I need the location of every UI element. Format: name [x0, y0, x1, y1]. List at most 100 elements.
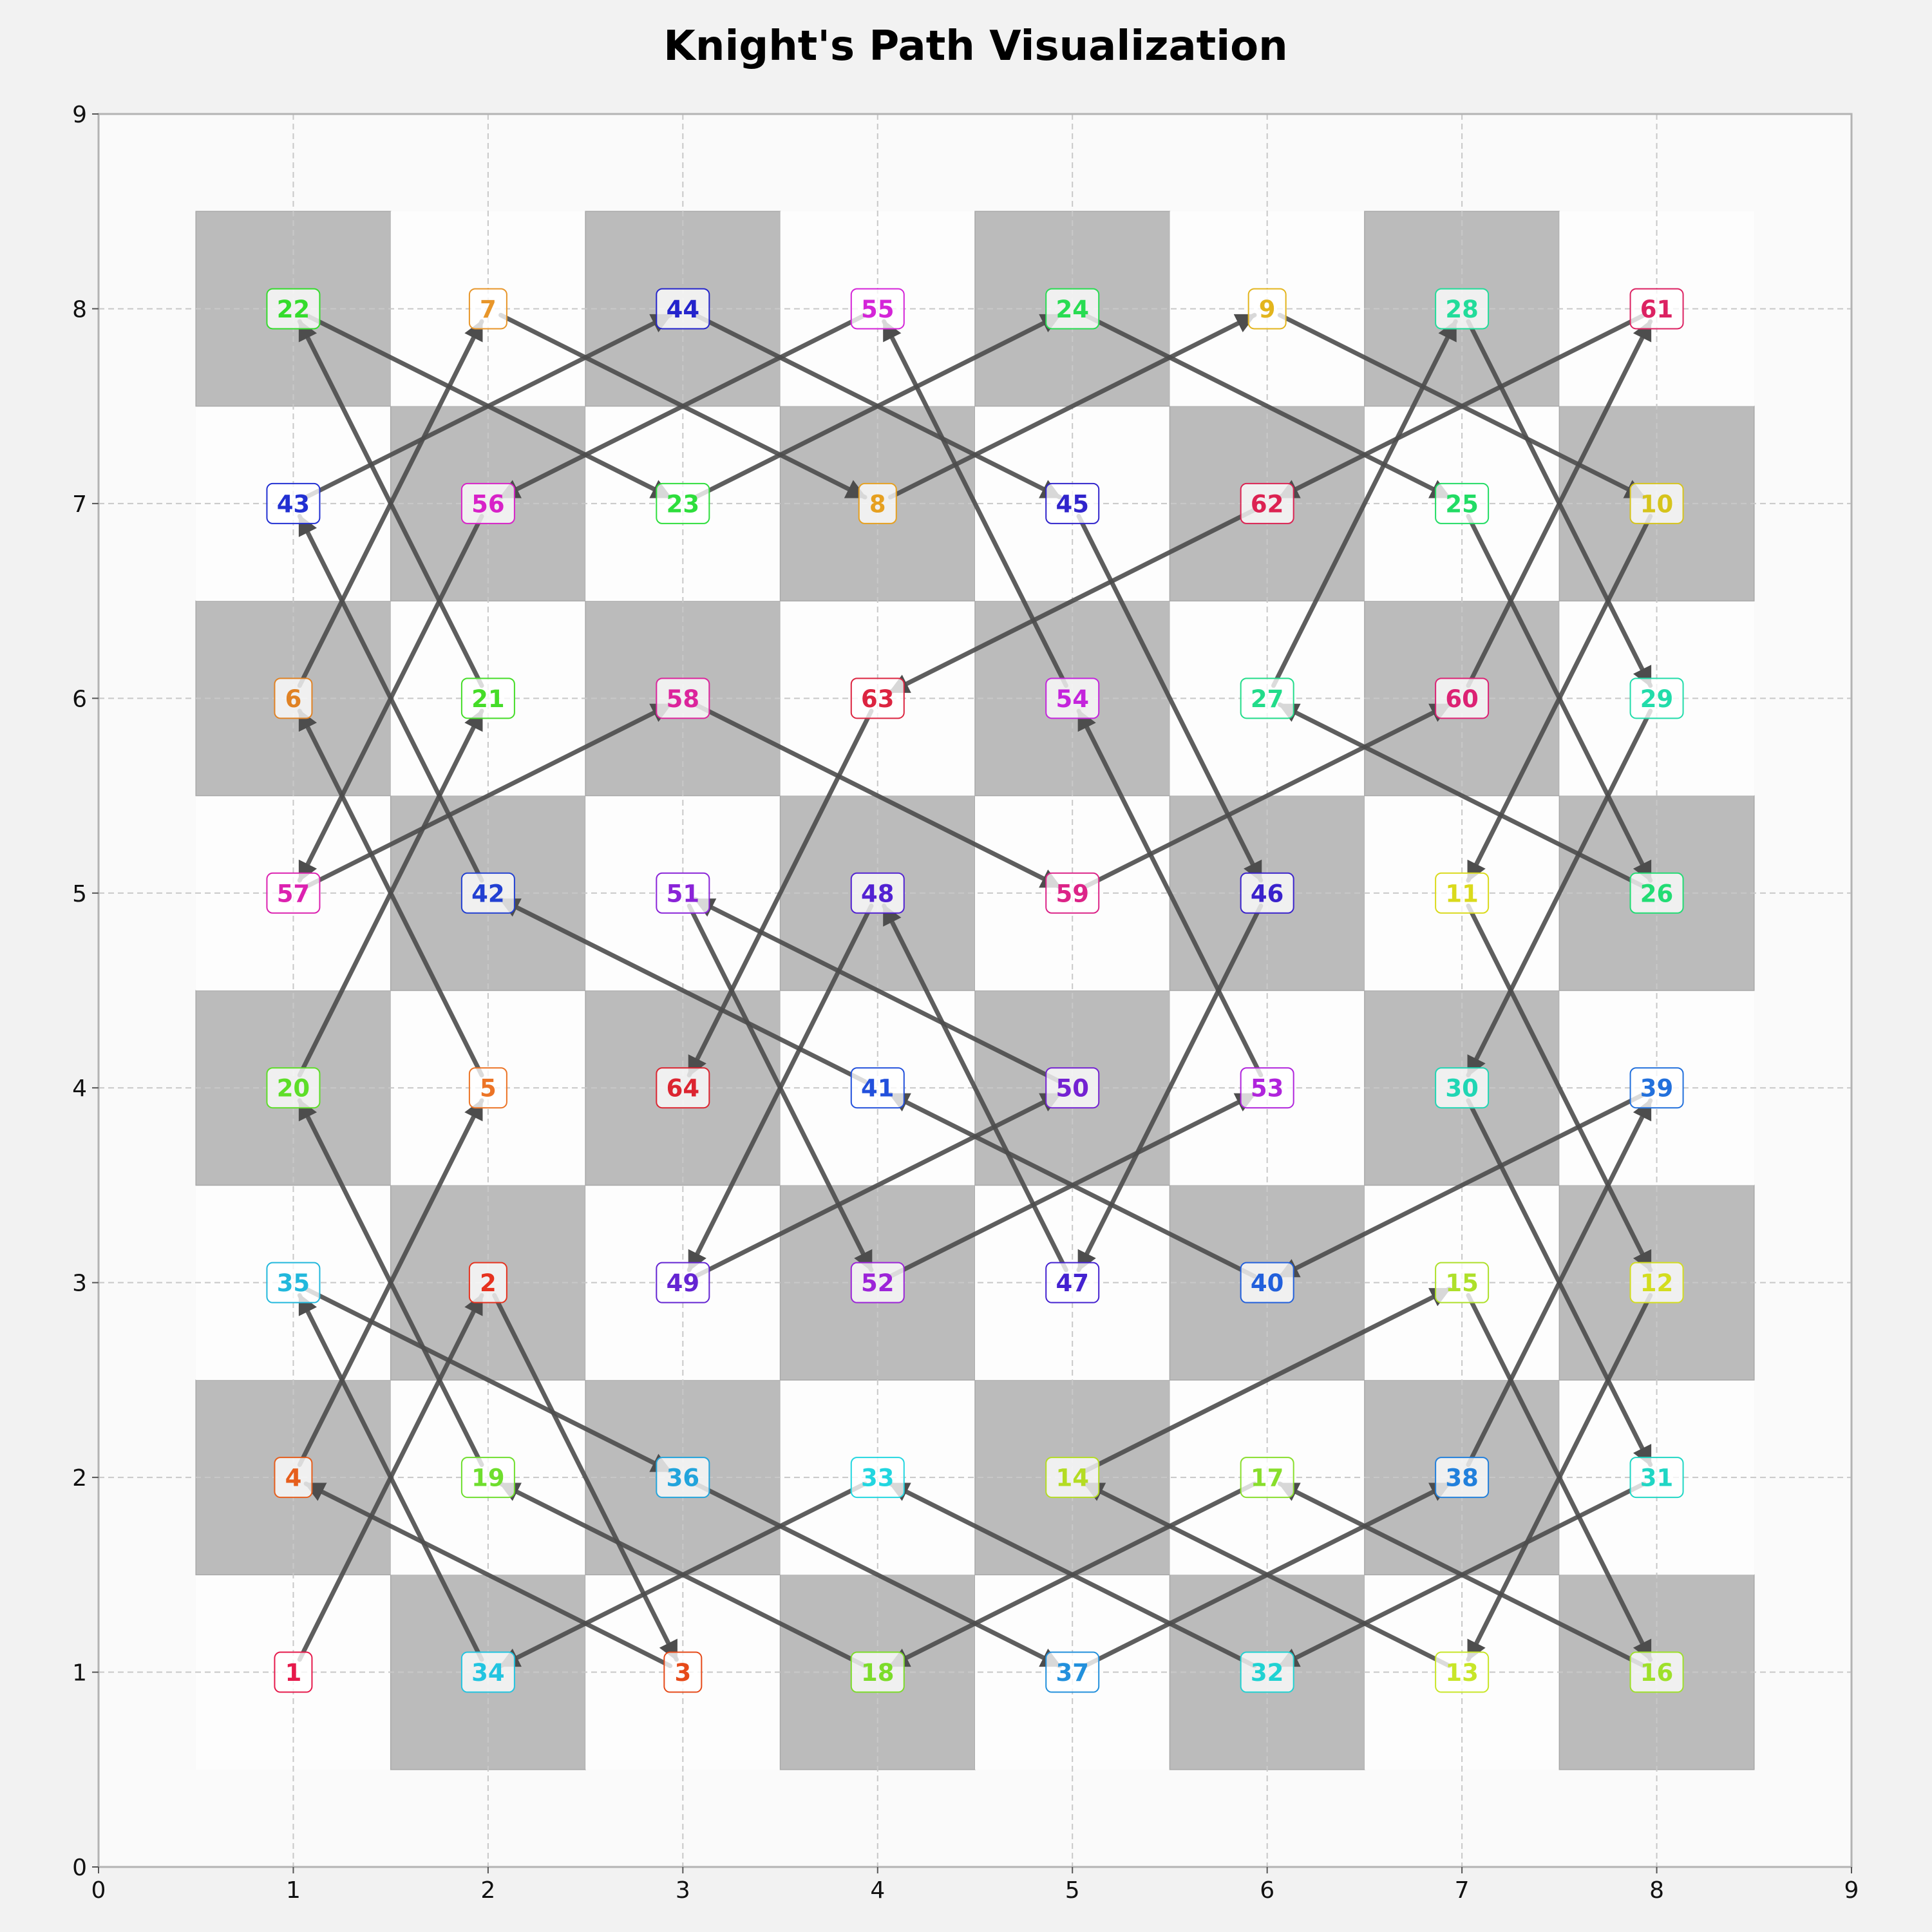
path-arrow — [297, 514, 484, 883]
step-label: 19 — [460, 1457, 515, 1499]
path-arrow — [303, 1481, 673, 1669]
step-label-box — [266, 1262, 321, 1303]
step-label: 37 — [1045, 1651, 1100, 1693]
step-label-box — [1247, 288, 1287, 330]
step-label-box — [274, 677, 313, 719]
step-label-box — [266, 288, 321, 330]
step-label-box — [1435, 1457, 1490, 1499]
y-tick-label: 8 — [72, 296, 87, 323]
step-number: 27 — [1251, 685, 1284, 713]
step-number: 26 — [1640, 880, 1674, 907]
x-tick-label: 4 — [870, 1877, 885, 1904]
step-number: 64 — [667, 1075, 700, 1103]
x-tick-label: 9 — [1844, 1877, 1859, 1904]
step-number: 23 — [667, 490, 700, 518]
step-number: 19 — [471, 1464, 505, 1492]
step-label-box — [1240, 1457, 1294, 1499]
step-label: 55 — [850, 288, 905, 330]
step-label: 29 — [1629, 677, 1684, 719]
step-label-box — [1629, 1067, 1684, 1109]
step-number: 63 — [861, 685, 895, 713]
path-arrow — [887, 1092, 1257, 1279]
step-label-box — [460, 872, 515, 914]
path-arrow — [303, 702, 673, 889]
step-label: 21 — [460, 677, 515, 719]
step-label: 22 — [266, 288, 321, 330]
step-number: 32 — [1251, 1659, 1284, 1687]
step-number: 4 — [285, 1464, 302, 1492]
step-number: 47 — [1056, 1269, 1089, 1297]
step-number: 42 — [471, 880, 505, 907]
step-label-box — [656, 482, 710, 524]
path-arrow — [687, 903, 874, 1273]
step-number: 46 — [1251, 880, 1284, 907]
step-label-box — [858, 482, 897, 524]
step-label-box — [850, 1457, 905, 1499]
step-label: 42 — [460, 872, 515, 914]
step-label: 38 — [1435, 1457, 1490, 1499]
step-label: 17 — [1240, 1457, 1294, 1499]
step-number: 44 — [667, 296, 700, 323]
step-number: 11 — [1445, 880, 1479, 907]
step-number: 9 — [1259, 296, 1276, 323]
step-label-box — [1240, 1067, 1294, 1109]
path-arrow — [693, 702, 1063, 889]
path-arrow — [1083, 1287, 1452, 1473]
path-arrow — [1277, 1481, 1647, 1669]
path-arrow — [693, 1092, 1063, 1279]
step-number: 20 — [277, 1075, 310, 1103]
step-number: 49 — [667, 1269, 700, 1297]
step-label: 18 — [850, 1651, 905, 1693]
step-label-box — [266, 1067, 321, 1109]
step-label: 40 — [1240, 1262, 1294, 1303]
path-arrow — [1277, 312, 1647, 500]
y-tick-label: 5 — [72, 881, 87, 907]
step-label: 41 — [850, 1067, 905, 1109]
step-number: 10 — [1640, 490, 1674, 518]
step-label: 36 — [656, 1457, 710, 1499]
path-arrow — [1466, 1293, 1653, 1662]
path-arrow — [1076, 514, 1264, 883]
step-label: 60 — [1435, 677, 1490, 719]
step-label-box — [850, 1262, 905, 1303]
step-label: 25 — [1435, 482, 1490, 524]
path-arrow — [1466, 903, 1653, 1273]
step-number: 51 — [667, 880, 700, 907]
y-tick-label: 2 — [72, 1465, 87, 1492]
step-number: 25 — [1445, 490, 1479, 518]
step-number: 29 — [1640, 685, 1674, 713]
step-label-box — [850, 1651, 905, 1693]
step-label-box — [1045, 1262, 1100, 1303]
path-arrow — [1466, 319, 1653, 688]
step-label: 8 — [858, 482, 897, 524]
step-label-box — [1240, 872, 1294, 914]
path-arrow — [1076, 708, 1264, 1078]
step-label-box — [1435, 288, 1490, 330]
step-number: 13 — [1445, 1659, 1479, 1687]
step-label-box — [1435, 1262, 1490, 1303]
path-arrow — [498, 1481, 867, 1669]
step-label-box — [656, 288, 710, 330]
step-label: 64 — [656, 1067, 710, 1109]
step-label: 23 — [656, 482, 710, 524]
step-label: 14 — [1045, 1457, 1100, 1499]
step-label: 57 — [266, 872, 321, 914]
step-label: 16 — [1629, 1651, 1684, 1693]
step-label: 9 — [1247, 288, 1287, 330]
step-number: 30 — [1445, 1075, 1479, 1103]
path-arrow — [492, 1293, 679, 1662]
path-arrow — [1271, 319, 1458, 688]
step-label: 12 — [1629, 1262, 1684, 1303]
step-number: 40 — [1251, 1269, 1284, 1297]
step-number: 45 — [1056, 490, 1089, 518]
x-tick-label: 7 — [1455, 1877, 1470, 1904]
step-label: 61 — [1629, 288, 1684, 330]
step-label-box — [1629, 288, 1684, 330]
step-label: 15 — [1435, 1262, 1490, 1303]
step-label-box — [468, 1262, 507, 1303]
step-label-box — [468, 288, 507, 330]
path-arrow — [1083, 1481, 1452, 1669]
step-label: 63 — [850, 677, 905, 719]
step-label: 2 — [468, 1262, 507, 1303]
